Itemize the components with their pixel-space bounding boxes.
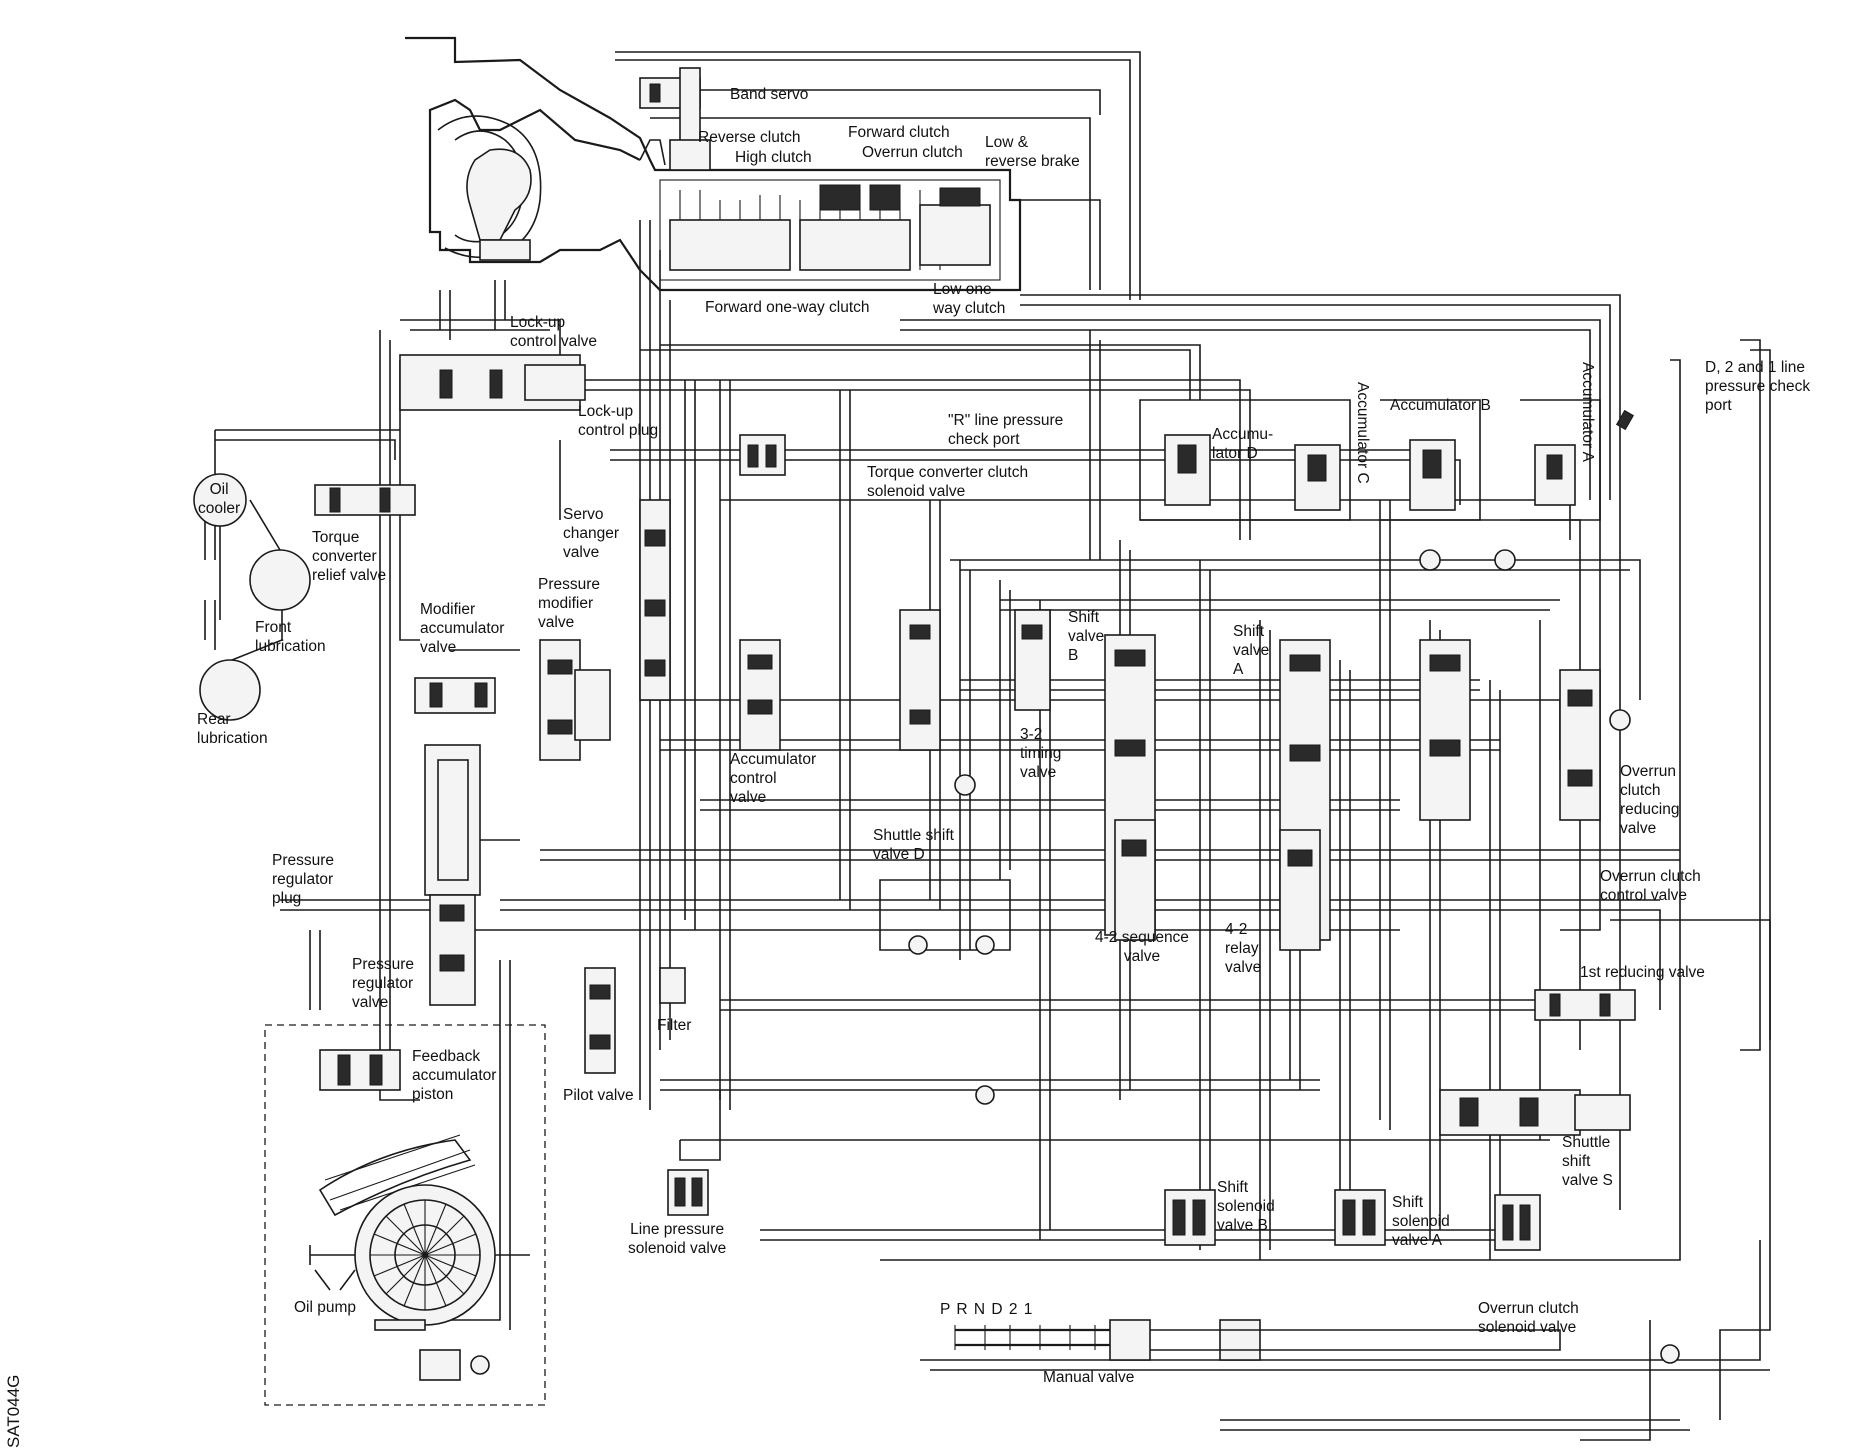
hydraulic-lines xyxy=(204,51,1771,1441)
shift-valve-b-label: Shift valve B xyxy=(1068,609,1105,664)
low-reverse-brake-label: Low & reverse brake xyxy=(985,134,1080,170)
accumulator-d-label: Accumu- lator D xyxy=(1212,426,1274,462)
pilot-valve-label: Pilot valve xyxy=(563,1087,634,1104)
accumulator-control-valve-label: Accumulator control valve xyxy=(730,751,817,806)
feedback-accumulator-piston-label: Feedback accumulator piston xyxy=(412,1048,497,1103)
shift-valve-a-label: Shift valve A xyxy=(1233,623,1270,678)
shift-solenoid-valve-b-label: Shift solenoid valve B xyxy=(1217,1179,1275,1234)
reverse-clutch-label: Reverse clutch xyxy=(698,129,801,146)
accumulator-c-label: Accumulator C xyxy=(1354,382,1371,484)
oil-cooler-label: Oil cooler xyxy=(198,481,241,517)
modifier-accumulator-valve-label: Modifier accumulator valve xyxy=(420,601,505,656)
pressure-regulator-valve-label: Pressure regulator valve xyxy=(352,956,415,1011)
low-one-way-clutch-label: Low one- way clutch xyxy=(933,281,1006,317)
selector-positions-label: P R N D 2 1 xyxy=(940,1301,1034,1318)
band-servo-label: Band servo xyxy=(730,86,809,103)
pressure-regulator-plug-label: Pressure regulator plug xyxy=(272,852,335,907)
line-pressure-solenoid-valve-label: Line pressure solenoid valve xyxy=(628,1221,727,1257)
pressure-modifier-valve-label: Pressure modifier valve xyxy=(538,576,601,631)
lockup-control-valve-label: Lock-up control valve xyxy=(510,314,598,350)
rear-lubrication-icon xyxy=(199,659,261,721)
front-lubrication-icon xyxy=(249,549,311,611)
first-reducing-valve-label: 1st reducing valve xyxy=(1580,964,1705,981)
valve-bodies xyxy=(193,67,1680,1381)
relay-valve-42-label: 4-2 relay valve xyxy=(1225,921,1262,976)
forward-clutch-label: Forward clutch xyxy=(848,124,950,141)
overrun-clutch-label: Overrun clutch xyxy=(862,144,963,161)
servo-changer-valve-label: Servo changer valve xyxy=(563,506,620,561)
overrun-clutch-solenoid-valve-label: Overrun clutch solenoid valve xyxy=(1478,1300,1579,1336)
transmission-housing xyxy=(405,36,1101,292)
shuttle-shift-valve-d-label: Shuttle shift valve D xyxy=(873,827,954,863)
forward-one-way-clutch-label: Forward one-way clutch xyxy=(705,299,870,316)
figure-code-label: SAT044G xyxy=(4,1374,23,1448)
front-lubrication-label: Front lubrication xyxy=(255,619,326,655)
torque-converter-clutch-solenoid-valve-label: Torque converter clutch solenoid valve xyxy=(867,464,1029,500)
overrun-clutch-reducing-valve-label: Overrun clutch reducing valve xyxy=(1620,763,1680,837)
oil-pump xyxy=(264,1024,546,1406)
shift-solenoid-valve-a-label: Shift solenoid valve A xyxy=(1392,1194,1450,1249)
r-line-pressure-check-port-label: "R" line pressure check port xyxy=(948,412,1064,448)
accumulator-a-label: Accumulator A xyxy=(1579,362,1596,462)
torque-converter-relief-valve-label: Torque converter relief valve xyxy=(312,529,387,584)
accumulator-b-label: Accumulator B xyxy=(1390,397,1491,414)
manual-valve-label: Manual valve xyxy=(1043,1369,1135,1386)
d21-line-pressure-check-port-label: D, 2 and 1 line pressure check port xyxy=(1705,359,1811,414)
timing-valve-32-label: 3-2 timing valve xyxy=(1020,726,1062,781)
rear-lubrication-label: Rear lubrication xyxy=(197,711,268,747)
oil-pump-label: Oil pump xyxy=(294,1299,357,1316)
high-clutch-label: High clutch xyxy=(735,149,812,166)
lockup-control-plug-label: Lock-up control plug xyxy=(578,403,659,439)
sequence-valve-42-label: 4-2 sequence valve xyxy=(1095,929,1189,965)
shuttle-shift-valve-s-label: Shuttle shift valve S xyxy=(1562,1134,1613,1189)
overrun-clutch-control-valve-label: Overrun clutch control valve xyxy=(1600,868,1701,904)
filter-label: Filter xyxy=(657,1017,692,1034)
